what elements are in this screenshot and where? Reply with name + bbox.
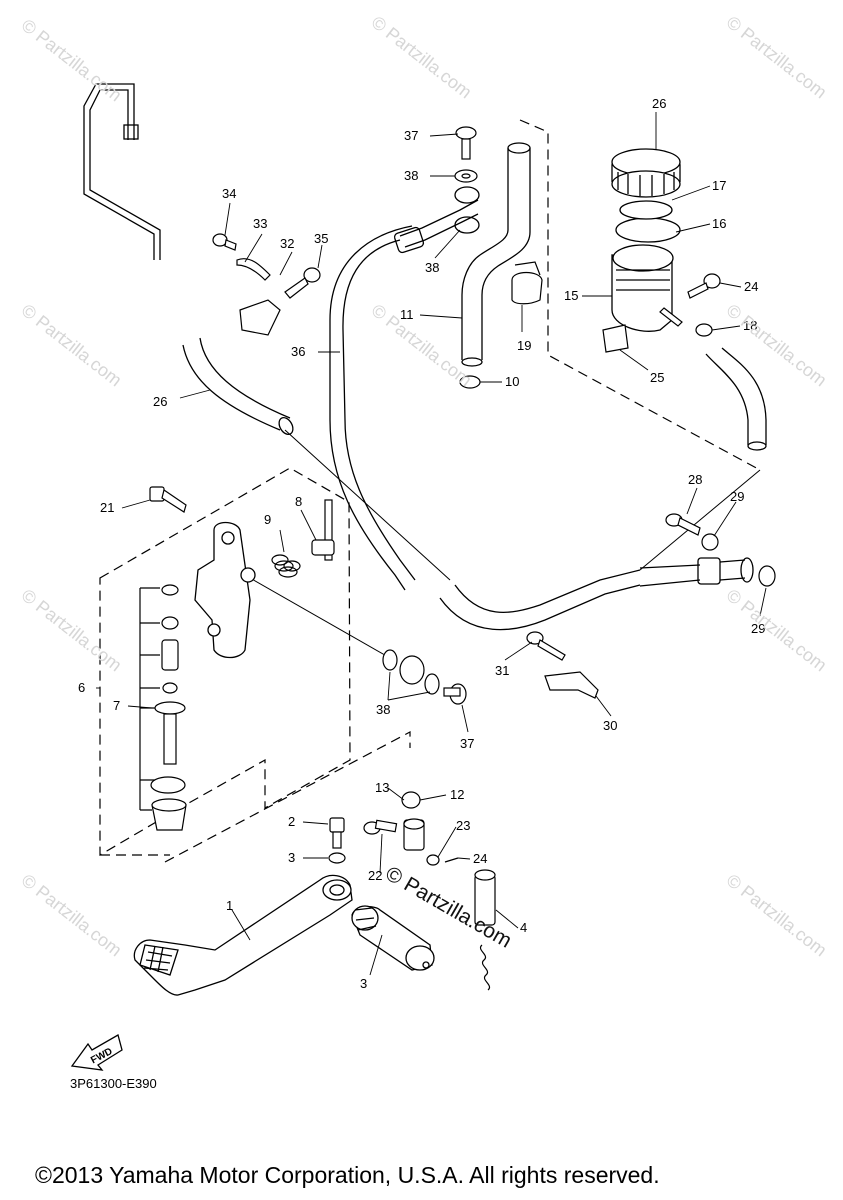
- callout-38-low: 38: [376, 702, 390, 717]
- callout-27: 26: [153, 394, 167, 409]
- callout-18: 26: [652, 96, 666, 111]
- callout-32: 32: [280, 236, 294, 251]
- callout-21: 21: [100, 500, 114, 515]
- washers-38-top: [454, 169, 478, 183]
- callout-31: 31: [495, 663, 509, 678]
- callout-numbers: 26 17 16 15 24 18 25 19 10 11 37 38 38 3…: [78, 96, 765, 991]
- callout-33: 33: [253, 216, 267, 231]
- callout-34: 34: [222, 186, 236, 201]
- callout-15: 15: [564, 288, 578, 303]
- piston-kit: [139, 584, 187, 831]
- callout-30: 30: [603, 718, 617, 733]
- callout-4: 3: [360, 976, 367, 991]
- callout-37-low: 37: [460, 736, 474, 751]
- brake-pipe: [83, 83, 161, 260]
- callout-20: 19: [517, 338, 531, 353]
- spring-6: [474, 869, 496, 991]
- callout-10: 9: [264, 512, 271, 527]
- callout-2: 2: [288, 814, 295, 829]
- pedal-shaft: [351, 905, 435, 971]
- bolt-2-washer-3: [328, 817, 346, 864]
- brake-pedal: [133, 874, 353, 996]
- callout-13: 12: [450, 787, 464, 802]
- callout-25: 24: [744, 279, 758, 294]
- callout-26: 25: [650, 370, 664, 385]
- callout-24: 24: [473, 851, 487, 866]
- pin-22-23-24: [363, 819, 459, 866]
- callout-6: 4: [520, 920, 527, 935]
- callout-38-mid: 38: [425, 260, 439, 275]
- callout-35: 35: [314, 231, 328, 246]
- callout-12: 11: [400, 307, 414, 322]
- copyright-notice: ©2013 Yamaha Motor Corporation, U.S.A. A…: [35, 1162, 660, 1188]
- callout-19: 18: [743, 318, 757, 333]
- hose-36: [329, 225, 416, 591]
- hose-upper-connector: [393, 186, 480, 254]
- callout-23: 23: [456, 818, 470, 833]
- joint-14-13: [401, 791, 425, 851]
- assembly-link-lines: [249, 429, 761, 659]
- callout-22: 22: [368, 868, 382, 883]
- callout-17: 17: [712, 178, 726, 193]
- hose-12: [461, 142, 531, 367]
- callout-11: 10: [505, 374, 519, 389]
- bolt-31-bracket-30: [526, 631, 599, 699]
- callout-37-top: 37: [404, 128, 418, 143]
- callout-9: 8: [295, 494, 302, 509]
- bolts-upper-left: [212, 233, 321, 336]
- assembly-outlines: [99, 119, 761, 863]
- bolt-37-top: [455, 126, 477, 160]
- callout-28: 28: [688, 472, 702, 487]
- reservoir-hose: [705, 347, 767, 451]
- washers-38-lower: [382, 649, 440, 695]
- callout-29-a: 29: [730, 489, 744, 504]
- callout-1: 1: [226, 898, 233, 913]
- bolt-28-washer-29: [665, 513, 776, 587]
- callout-14: 13: [375, 780, 389, 795]
- lower-hose: [439, 557, 754, 631]
- callout-7: 6: [78, 680, 85, 695]
- callout-29-b: 29: [751, 621, 765, 636]
- bolt-21: [149, 486, 187, 513]
- reservoir-assembly: [611, 148, 681, 332]
- clamp-20: [511, 261, 543, 305]
- callout-16: 16: [712, 216, 726, 231]
- callout-3: 3: [288, 850, 295, 865]
- callout-8: 7: [113, 698, 120, 713]
- drawing-code: 3P61300-E390: [70, 1076, 157, 1091]
- callout-36: 36: [291, 344, 305, 359]
- master-cylinder-body: [194, 521, 256, 659]
- callout-38-top: 38: [404, 168, 418, 183]
- bracket-26: [602, 324, 629, 353]
- spring-10: [271, 554, 301, 578]
- hose-27: [182, 337, 294, 436]
- fwd-arrow-icon: FWD: [70, 1034, 123, 1071]
- bolt-37-lower: [443, 683, 467, 705]
- leader-lines: [96, 112, 767, 976]
- rod-9: [311, 499, 335, 561]
